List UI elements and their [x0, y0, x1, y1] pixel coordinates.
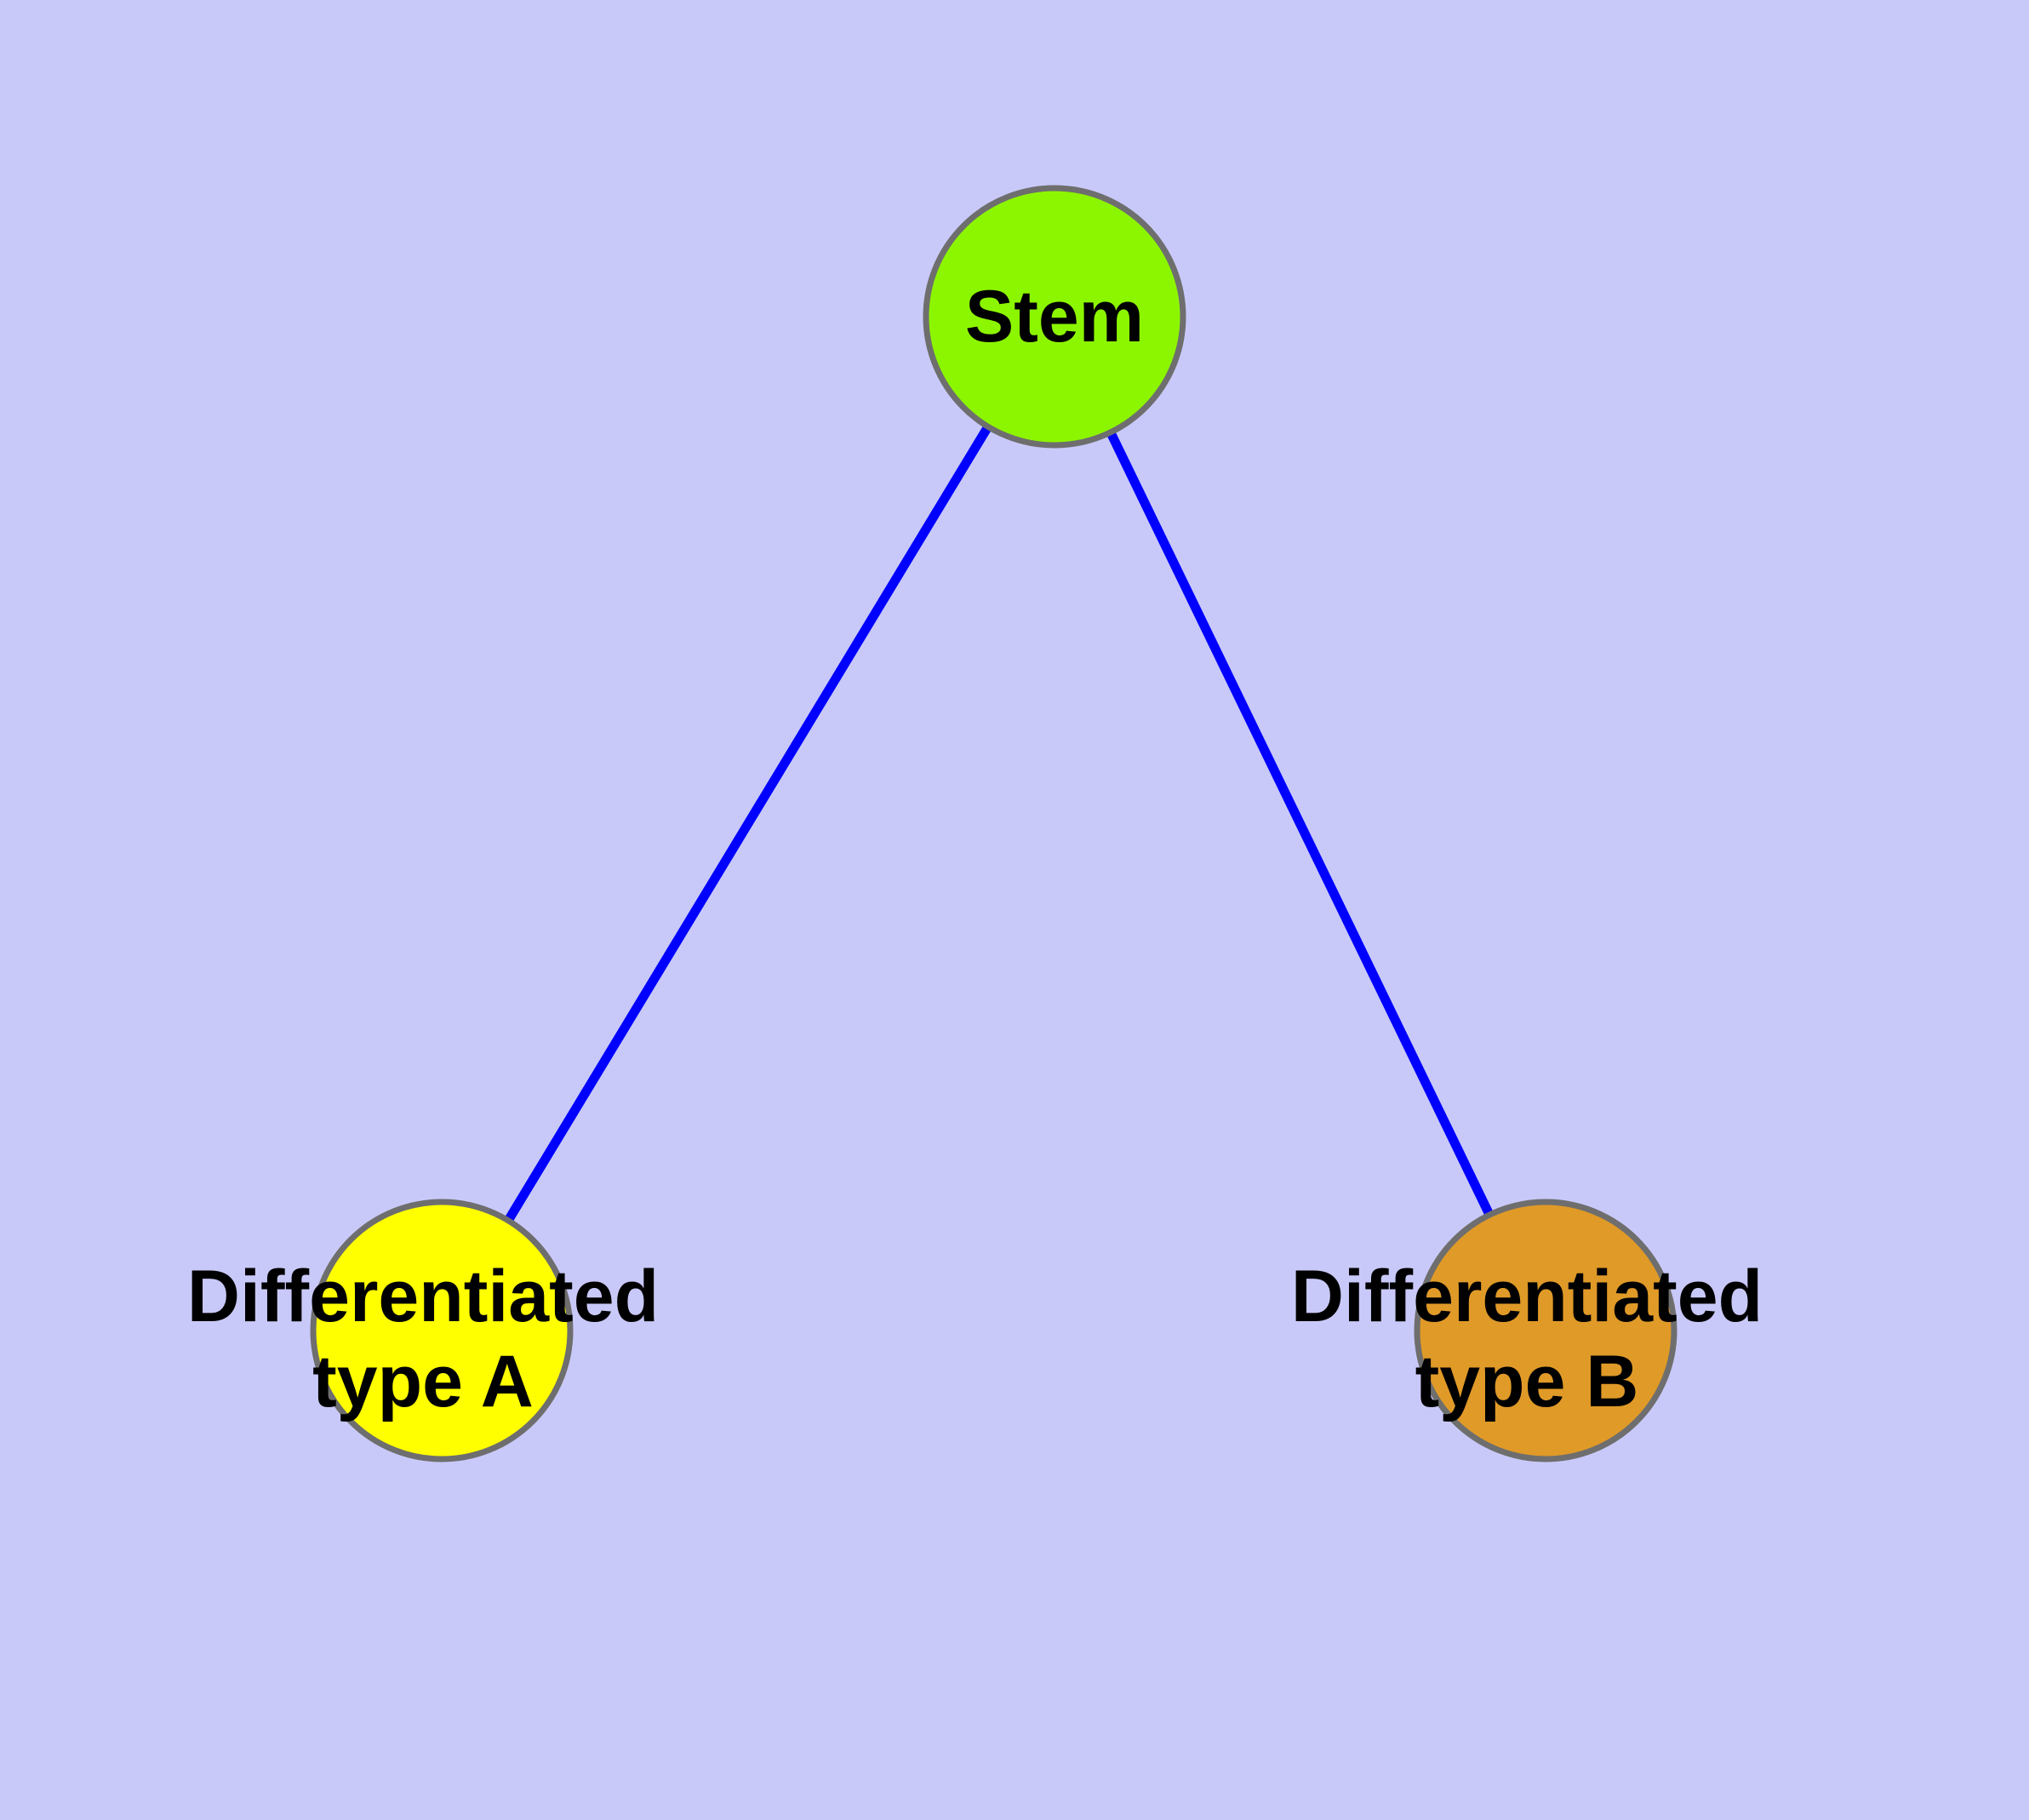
node-label-line: Differentiated [1291, 1256, 1763, 1337]
node-stem[interactable]: Stem [923, 185, 1186, 449]
edge-stem-to-diff_a[interactable] [504, 424, 992, 1223]
node-label-stem: Stem [965, 276, 1144, 358]
node-label-line: type A [312, 1341, 534, 1422]
node-circle-diff_b[interactable] [1414, 1199, 1677, 1462]
node-label-line: type B [1415, 1341, 1639, 1422]
node-label-line: Stem [965, 276, 1144, 358]
edge-stem-to-diff_b[interactable] [1106, 430, 1495, 1217]
node-circle-stem[interactable] [923, 185, 1186, 449]
edges-layer [504, 424, 1495, 1223]
node-label-line: Differentiated [187, 1256, 659, 1337]
node-circle-diff_a[interactable] [310, 1199, 574, 1462]
